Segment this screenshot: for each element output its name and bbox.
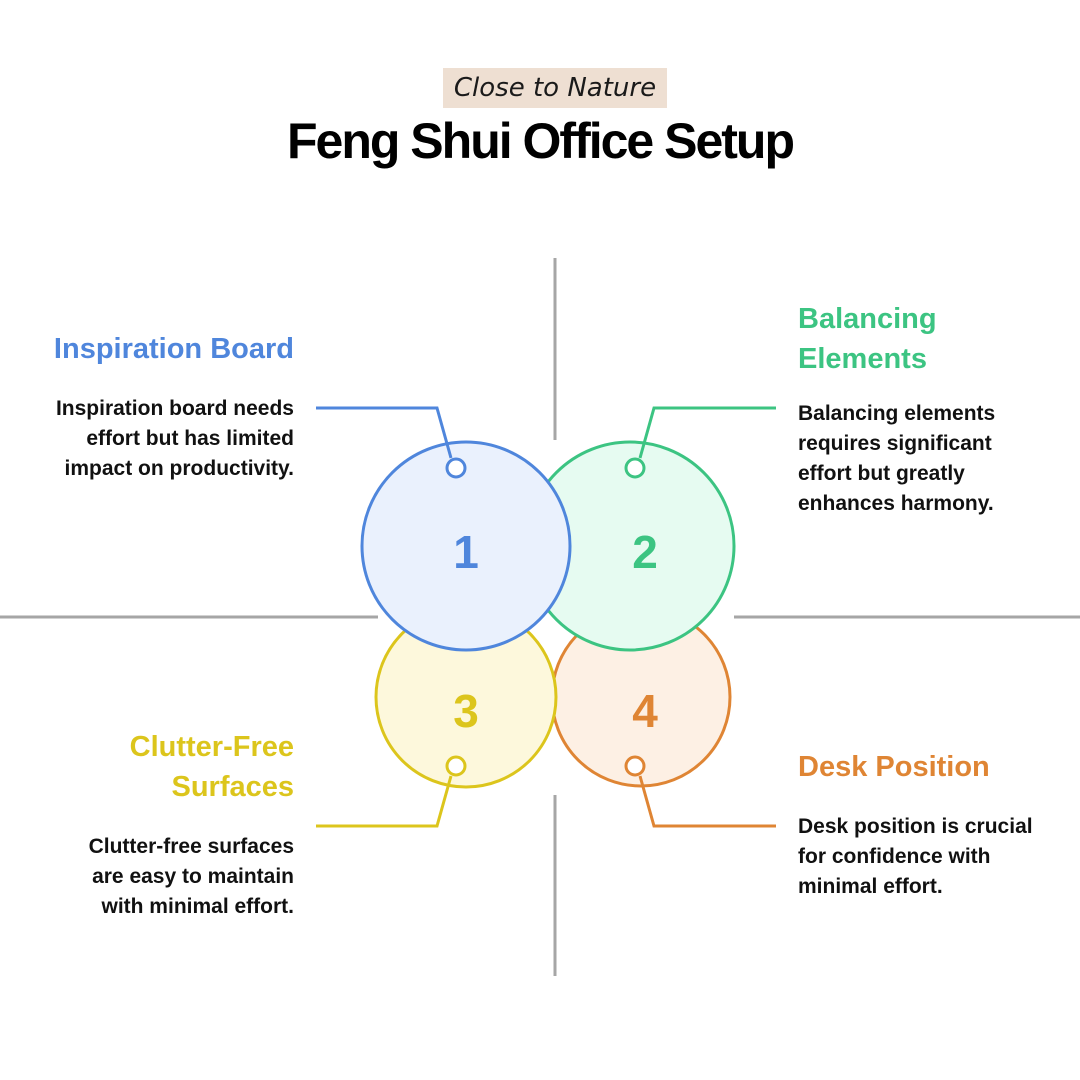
page-title: Feng Shui Office Setup bbox=[286, 113, 795, 169]
quadrant-1-heading-text: Inspiration Board bbox=[53, 333, 294, 365]
quadrant-3-heading-line: Clutter-Free bbox=[129, 731, 294, 763]
quadrant-2-heading: Balancing Elements bbox=[798, 299, 1068, 379]
quadrant-2-desc-line: enhances harmony. bbox=[798, 492, 994, 515]
quadrant-3-heading-line: Surfaces bbox=[171, 771, 294, 803]
quadrant-3-desc-line: are easy to maintain bbox=[92, 865, 294, 888]
quadrant-4-heading: Desk Position bbox=[798, 747, 1068, 787]
quadrant-1-heading: Inspiration Board bbox=[20, 329, 294, 369]
circle-number-1: 1 bbox=[453, 526, 479, 578]
quadrant-3-desc-line: with minimal effort. bbox=[101, 895, 294, 918]
connector-1 bbox=[316, 406, 453, 459]
circle-number-3: 3 bbox=[453, 685, 479, 737]
circle-number-2: 2 bbox=[632, 526, 658, 578]
quadrant-2-desc-line: Balancing elements bbox=[798, 402, 996, 425]
connector-dot-3 bbox=[445, 755, 467, 777]
quadrant-1-desc-line: Inspiration board needs bbox=[55, 397, 294, 420]
quadrant-2-desc-line: requires significant bbox=[798, 432, 992, 455]
quadrant-3-desc-line: Clutter-free surfaces bbox=[88, 835, 294, 858]
quadrant-2-description: Balancing elements requires significant … bbox=[798, 399, 1068, 519]
connector-4 bbox=[638, 775, 776, 828]
quadrant-4-desc-line: minimal effort. bbox=[798, 875, 943, 898]
connector-2 bbox=[638, 406, 776, 459]
quadrant-4-heading-text: Desk Position bbox=[798, 751, 990, 783]
subtitle-tag: Close to Nature bbox=[443, 68, 667, 108]
quadrant-3-heading: Clutter-Free Surfaces bbox=[20, 727, 294, 807]
quadrant-4-desc-line: for confidence with bbox=[798, 845, 991, 868]
connector-dot-1 bbox=[445, 457, 467, 479]
connector-3 bbox=[316, 775, 453, 828]
quadrant-3-description: Clutter-free surfaces are easy to mainta… bbox=[14, 832, 294, 922]
quadrant-4-description: Desk position is crucial for confidence … bbox=[798, 812, 1074, 902]
circle-1 bbox=[360, 440, 572, 652]
quadrant-1-desc-line: effort but has limited bbox=[86, 427, 294, 450]
circle-number-4: 4 bbox=[632, 685, 658, 737]
quadrant-4-desc-line: Desk position is crucial bbox=[798, 815, 1033, 838]
quadrant-2-desc-line: effort but greatly bbox=[798, 462, 965, 485]
quadrant-1-desc-line: impact on productivity. bbox=[64, 457, 294, 480]
quadrant-1-description: Inspiration board needs effort but has l… bbox=[14, 394, 294, 484]
quadrant-2-heading-line: Balancing bbox=[798, 303, 937, 335]
connector-dot-4 bbox=[624, 755, 646, 777]
connector-dot-2 bbox=[624, 457, 646, 479]
quadrant-2-heading-line: Elements bbox=[798, 343, 927, 375]
